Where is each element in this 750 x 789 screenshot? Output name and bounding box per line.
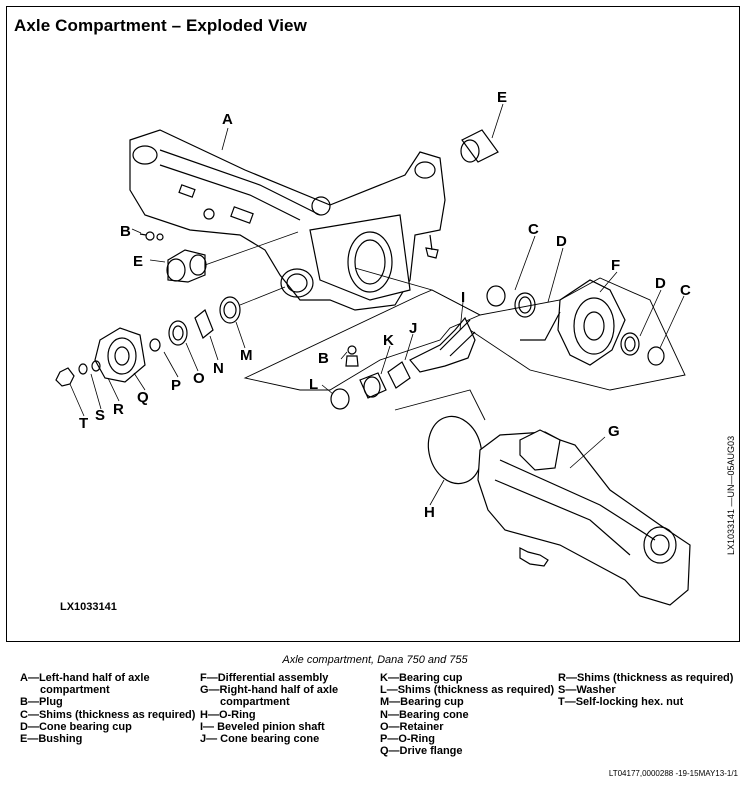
callout-f: F — [611, 257, 620, 274]
legend-item: D—Cone bearing cup — [20, 720, 132, 733]
legend-item: F—Differential assembly — [200, 672, 329, 684]
callout-e-lower: E — [133, 253, 143, 270]
callout-m: M — [240, 347, 253, 364]
callout-b-lower: B — [318, 350, 329, 367]
legend-item: J— Cone bearing cone — [200, 733, 320, 746]
callout-p: P — [171, 377, 181, 394]
exploded-view-drawing: A B E E C D F D C I J K B L M N O P Q R … — [55, 89, 691, 606]
legend-item: compartment — [220, 696, 290, 709]
legend-column-2: F—Differential assembly G—Right-hand hal… — [200, 672, 338, 745]
legend-item: M—Bearing cup — [380, 696, 464, 709]
pinion-group — [330, 316, 476, 410]
legend-item: O—Retainer — [380, 720, 444, 733]
callout-b-upper: B — [120, 223, 131, 240]
legend-item: G—Right-hand half of axle — [200, 684, 339, 697]
callout-a: A — [222, 111, 233, 128]
callout-k: K — [383, 332, 394, 349]
legend-item: S—Washer — [558, 684, 616, 697]
document-footer: LT04177,0000288 -19-15MAY13-1/1 — [608, 769, 738, 778]
legend-item: E—Bushing — [20, 733, 83, 746]
legend-item: C—Shims (thickness as required) — [20, 708, 196, 721]
callout-o: O — [193, 370, 205, 387]
callout-r: R — [113, 401, 124, 418]
legend-item: Q—Drive flange — [380, 745, 463, 758]
legend-item: H—O-Ring — [200, 708, 256, 721]
legend-column-1: A—Left-hand half of axle compartment B—P… — [20, 672, 195, 745]
bushing-upper — [460, 129, 499, 163]
legend-column-3: K—Bearing cup L—Shims (thickness as requ… — [380, 672, 554, 757]
callout-s: S — [95, 407, 105, 424]
callout-n: N — [213, 360, 224, 377]
legend-item: A—Left-hand half of axle — [20, 672, 150, 684]
legend-item: I— Beveled pinion shaft — [200, 720, 325, 733]
differential-group — [486, 279, 665, 366]
diagram-frame — [6, 6, 740, 642]
callout-c-left: C — [528, 221, 539, 238]
callout-i: I — [461, 289, 465, 306]
legend-item: compartment — [40, 684, 110, 697]
legend-item: N—Bearing cone — [380, 708, 469, 721]
right-hand-housing — [477, 429, 691, 606]
callout-h: H — [424, 504, 435, 521]
left-hand-housing — [129, 129, 446, 311]
figure-id: LX1033141 — [60, 601, 117, 613]
legend-item: K—Bearing cup — [380, 672, 463, 684]
figure-caption: Axle compartment, Dana 750 and 755 — [282, 654, 468, 666]
callout-d-left: D — [556, 233, 567, 250]
drive-flange-group — [55, 286, 286, 387]
callout-e-upper: E — [497, 89, 507, 106]
legend-item: P—O-Ring — [380, 733, 435, 746]
callout-g: G — [608, 423, 620, 440]
callout-l: L — [309, 376, 318, 393]
bushing-lower — [166, 249, 207, 283]
legend-item: B—Plug — [20, 696, 63, 709]
legend-item: T—Self-locking hex. nut — [558, 696, 684, 709]
callout-j: J — [409, 320, 417, 337]
legend-item: R—Shims (thickness as required) — [558, 672, 734, 684]
side-code: LX1033141 —UN—05AUG03 — [726, 435, 736, 555]
callout-d-right: D — [655, 275, 666, 292]
legend-column-4: R—Shims (thickness as required) S—Washer… — [558, 672, 733, 709]
legend-item: L—Shims (thickness as required) — [380, 684, 555, 697]
callout-t: T — [79, 415, 88, 432]
callout-q: Q — [137, 389, 149, 406]
callout-c-right: C — [680, 282, 691, 299]
page-title: Axle Compartment – Exploded View — [14, 16, 307, 35]
